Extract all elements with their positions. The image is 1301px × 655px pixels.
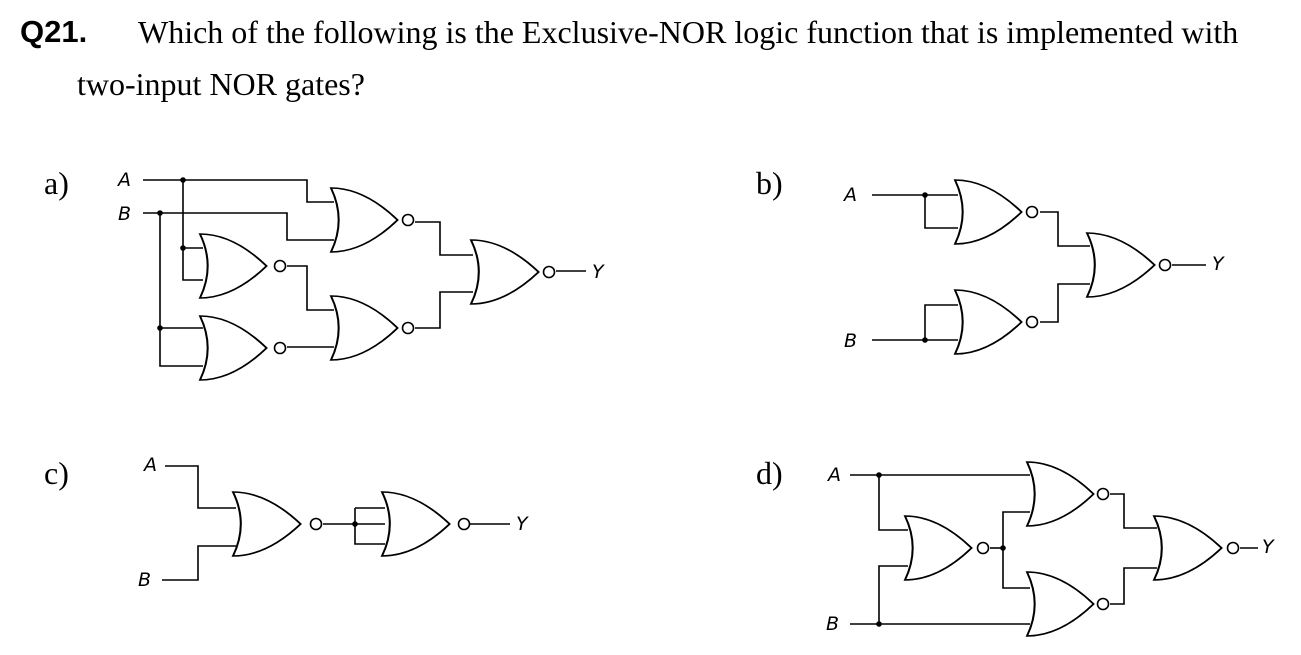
question-number: Q21. — [20, 14, 88, 49]
nor-gate — [903, 514, 990, 582]
nor-gate — [1025, 460, 1110, 528]
nor-gate — [953, 288, 1039, 356]
input-a-label: A — [116, 169, 131, 191]
nor-gate — [329, 294, 415, 362]
option-b-label: b) — [756, 165, 783, 201]
circuit-d: A B Y — [826, 460, 1275, 638]
nor-gate — [1025, 570, 1110, 638]
output-y-label: Y — [592, 261, 605, 283]
input-b-label: B — [844, 330, 857, 352]
circuit-c: A B Y — [138, 454, 529, 591]
option-d-label: d) — [756, 455, 783, 491]
output-y-label: Y — [516, 513, 529, 535]
input-a-label: A — [842, 184, 857, 206]
question-text-line2: two-input NOR gates? — [77, 66, 365, 102]
option-a-label: a) — [44, 165, 69, 201]
circuit-a: A B Y — [116, 169, 605, 382]
nor-gate — [380, 490, 471, 558]
nor-gate — [953, 178, 1039, 246]
output-y-label: Y — [1212, 253, 1225, 275]
input-b-label: B — [138, 569, 151, 591]
output-y-label: Y — [1262, 536, 1275, 558]
nor-gate — [231, 490, 323, 558]
nor-gate — [469, 238, 556, 306]
input-a-label: A — [826, 464, 841, 486]
circuit-b: A B Y — [842, 178, 1225, 356]
nor-gate — [198, 314, 287, 382]
input-a-label: A — [142, 454, 157, 476]
nor-gate — [198, 232, 287, 300]
nor-gate — [1085, 231, 1172, 299]
question-text-line1: Which of the following is the Exclusive-… — [138, 14, 1239, 50]
input-b-label: B — [826, 613, 839, 635]
option-c-label: c) — [44, 455, 69, 491]
nor-gate — [1152, 514, 1240, 582]
nor-gate — [329, 186, 415, 254]
input-b-label: B — [118, 203, 131, 225]
